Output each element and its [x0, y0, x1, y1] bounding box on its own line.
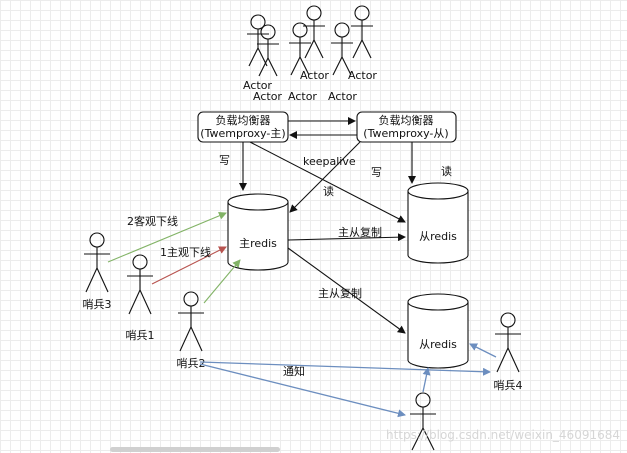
sentinel-2-figure	[178, 291, 204, 352]
lb-slave-line1: 负载均衡器	[379, 113, 434, 127]
edge-notify-sentinel4	[199, 361, 491, 376]
label-keepalive: keepalive	[303, 155, 356, 168]
lb-master-line1: 负载均衡器	[216, 113, 271, 127]
label-read-center: 读	[323, 184, 334, 198]
label-write-right: 写	[371, 166, 382, 179]
master-redis-label: 主redis	[239, 237, 277, 250]
actor-label-3: Actor	[300, 69, 329, 82]
edge-read-master	[289, 141, 361, 213]
actor-6	[331, 22, 353, 76]
sentinel-1-figure	[127, 254, 153, 315]
edge-bottom-to-slave	[422, 367, 431, 393]
edge-replicate-1	[287, 233, 406, 242]
sentinel-4-label: 哨兵4	[494, 379, 523, 392]
slave-redis-2-cylinder	[407, 293, 469, 369]
actor-label-1: Actor	[243, 79, 272, 92]
edge-sentinel4-to-slave	[469, 343, 497, 358]
label-read-right: 读	[441, 164, 452, 178]
watermark: https://blog.csdn.net/weixin_46091684	[386, 428, 620, 442]
edge-notify-bottom	[199, 363, 406, 418]
actor-2	[257, 24, 279, 77]
horizontal-scrollbar[interactable]	[110, 447, 280, 452]
actor-label-5: Actor	[348, 69, 377, 82]
sentinel-2-label: 哨兵2	[177, 357, 206, 370]
lb-master-line2: (Twemproxy-主)	[200, 127, 285, 140]
edge-subjective-down	[151, 246, 227, 285]
label-subjective-down: 1主观下线	[160, 245, 211, 259]
actor-5	[351, 5, 373, 59]
label-replicate-2: 主从复制	[318, 286, 362, 300]
label-write-left: 写	[219, 154, 230, 167]
actor-3	[303, 5, 325, 59]
slave-redis-1-label: 从redis	[419, 230, 457, 243]
lb-slave-line2: (Twemproxy-从)	[363, 127, 448, 140]
sentinel-3-label: 哨兵3	[83, 298, 112, 311]
edge-objective-down	[107, 211, 227, 263]
master-redis-cylinder	[227, 193, 289, 271]
label-notify: 通知	[283, 364, 305, 378]
actor-label-2: Actor	[253, 90, 282, 103]
actor-label-6: Actor	[328, 90, 357, 103]
edge-sentinel2-master	[203, 259, 241, 304]
label-objective-down: 2客观下线	[127, 214, 178, 228]
actor-label-4: Actor	[288, 90, 317, 103]
sentinel-bottom-figure	[410, 392, 436, 451]
slave-redis-2-label: 从redis	[419, 338, 457, 351]
sentinel-1-label: 哨兵1	[126, 329, 155, 342]
sentinel-3-figure	[84, 232, 110, 293]
label-replicate-1: 主从复制	[338, 225, 382, 239]
load-balancer-slave-box	[356, 111, 457, 143]
edge-keepalive	[249, 141, 406, 223]
slave-redis-1-cylinder	[407, 182, 469, 264]
sentinel-4-figure	[495, 312, 521, 373]
actor-1	[247, 14, 269, 67]
actor-4	[289, 22, 311, 76]
edge-replicate-2	[287, 247, 406, 334]
